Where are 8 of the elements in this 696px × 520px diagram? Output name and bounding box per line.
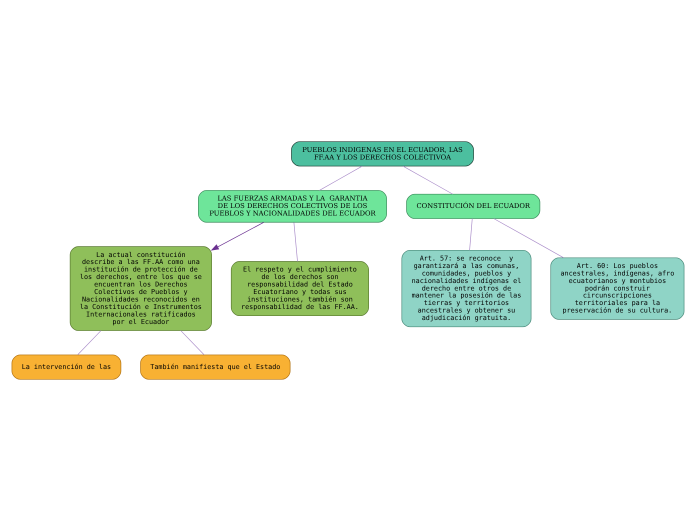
connector — [180, 330, 204, 355]
connector — [319, 165, 362, 190]
arrow — [210, 222, 264, 250]
connector — [402, 165, 454, 194]
connector — [294, 222, 298, 262]
connector — [469, 218, 473, 250]
connector — [494, 218, 564, 258]
connector — [77, 330, 102, 355]
